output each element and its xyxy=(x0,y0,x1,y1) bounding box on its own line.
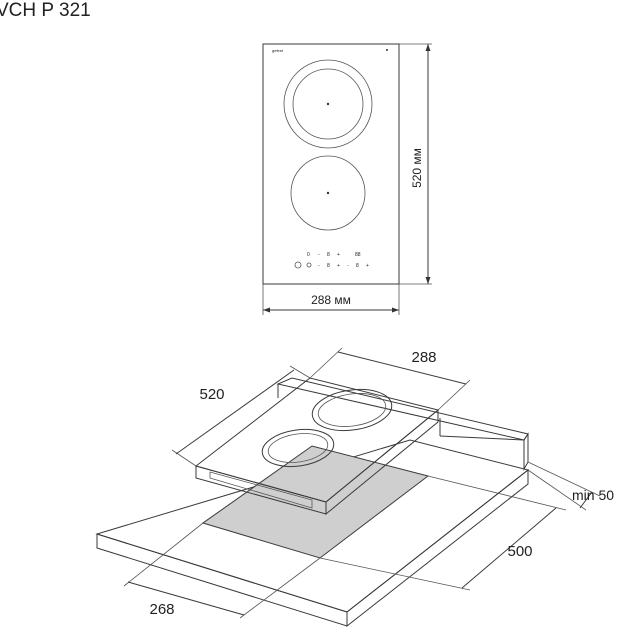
panel-key-minus-right: - xyxy=(347,263,349,269)
width-label: 288 мм xyxy=(311,293,351,307)
hob-top-outline xyxy=(262,43,400,285)
control-panel: 0 - 8 + 88 - 8 + - 8 + xyxy=(294,252,369,269)
hob-3d xyxy=(194,377,440,516)
panel-timer-display: 88 xyxy=(355,252,361,258)
panel-key-plus-left: + xyxy=(337,263,340,269)
panel-key-timer: 0 xyxy=(307,252,310,258)
panel-display: 8 xyxy=(327,252,330,258)
power-dot-icon xyxy=(386,49,388,51)
panel-display-right: 8 xyxy=(356,263,359,269)
top-view: gefest 0 - 8 + 88 - 8 + - 8 + xyxy=(262,43,432,315)
panel-key-plus: + xyxy=(337,252,340,258)
model-title: VCH P 321 xyxy=(0,0,91,21)
top-width-dimension: 288 мм xyxy=(262,284,400,315)
countertop-back-block xyxy=(276,377,529,471)
dim-cutout-width: 268 xyxy=(123,522,321,619)
panel-key-minus: - xyxy=(318,252,320,258)
dim-cutout-depth: 500 xyxy=(319,475,567,591)
burner-front xyxy=(290,155,366,231)
panel-key-minus-left: - xyxy=(318,263,320,269)
dim-clearance-label: min 50 xyxy=(572,487,614,503)
isometric-view: 288 520 min 50 500 268 xyxy=(95,347,614,628)
lock-button-icon xyxy=(306,262,312,268)
burner-front-3d xyxy=(261,428,335,468)
panel-key-plus-right: + xyxy=(366,263,369,269)
burner-rear xyxy=(283,59,373,149)
brand-mark: gefest xyxy=(272,48,284,53)
dim-cutout-width-label: 268 xyxy=(149,601,174,618)
burner-rear-3d xyxy=(311,388,393,432)
dim-hob-width: 288 xyxy=(309,347,471,411)
dim-cutout-depth-label: 500 xyxy=(507,543,532,560)
top-height-dimension: 520 мм xyxy=(399,43,432,285)
dim-clearance: min 50 xyxy=(527,461,614,511)
dim-hob-depth-label: 520 xyxy=(199,386,224,403)
dim-hob-depth: 520 xyxy=(171,365,311,467)
height-label: 520 мм xyxy=(410,148,424,188)
dim-hob-width-label: 288 xyxy=(411,349,436,366)
panel-display-left: 8 xyxy=(327,263,330,269)
cutout-opening xyxy=(201,445,430,559)
power-button-icon xyxy=(294,261,302,269)
